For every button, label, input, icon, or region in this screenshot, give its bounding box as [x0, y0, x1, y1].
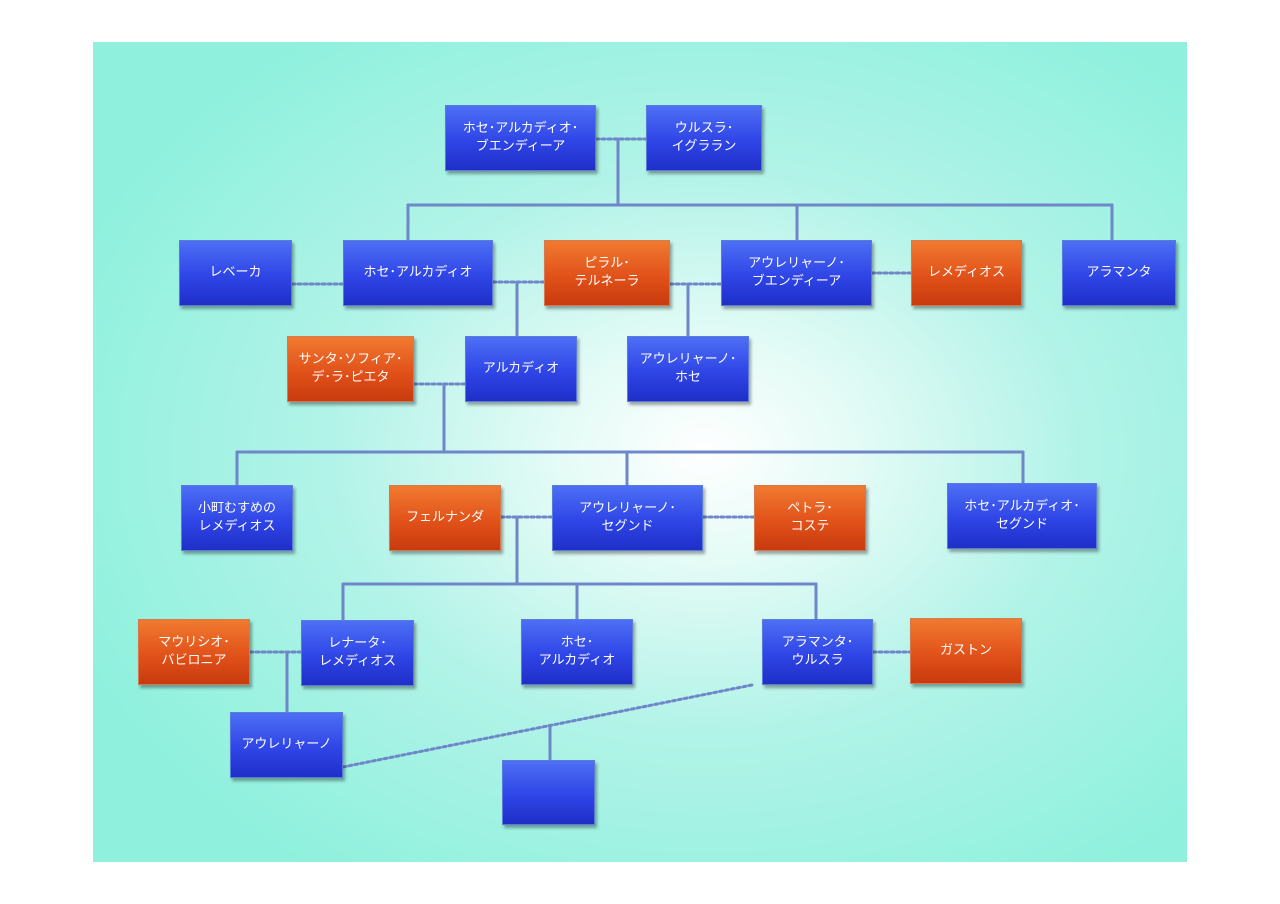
person-node-jose-arcadio-2: ホセ･ アルカディオ [521, 619, 633, 685]
person-name: レメディオス [927, 265, 1006, 280]
person-node-remedios-the-beauty: 小町むすめの レメディオス [181, 485, 293, 551]
person-name: ホセ･アルカディオ [363, 265, 473, 280]
person-node-aureliano-jose: アウレリャーノ･ ホセ [627, 336, 749, 402]
person-node-pilar-ternera: ピラル･ テルネーラ [544, 240, 670, 306]
person-node-aureliano-segundo: アウレリャーノ･ セグンド [552, 485, 703, 551]
person-node-renata-remedios: レナータ･ レメディオス [301, 620, 414, 686]
person-node-rebeca: レベーカ [179, 240, 292, 306]
person-node-aureliano-buendia: アウレリャーノ･ ブエンディーア [721, 240, 872, 306]
person-name: アラマンタ･ ウルスラ [781, 635, 854, 668]
person-node-ursula-iguaran: ウルスラ･ イグララン [646, 105, 762, 171]
person-name: ホセ･アルカディオ･ セグンド [964, 499, 1080, 532]
person-node-fernanda: フェルナンダ [389, 485, 501, 551]
person-name: アラマンタ [1086, 265, 1152, 280]
person-name: レナータ･ レメディオス [318, 636, 397, 669]
person-name: アウレリャーノ･ セグンド [579, 501, 676, 534]
person-name: ピラル･ テルネーラ [574, 256, 640, 289]
person-name: アウレリャーノ･ ブエンディーア [748, 256, 845, 289]
person-node-amaranta-ursula: アラマンタ･ ウルスラ [762, 619, 873, 685]
person-name: アウレリャーノ･ ホセ [639, 352, 737, 385]
person-node-unnamed-child [502, 760, 595, 825]
person-name: アルカディオ [482, 361, 560, 376]
person-node-gaston: ガストン [910, 618, 1022, 684]
person-name: 小町むすめの レメディオス [197, 501, 276, 534]
person-name: ホセ･ アルカディオ [538, 635, 616, 668]
person-node-jose-arcadio-segundo: ホセ･アルカディオ･ セグンド [947, 483, 1097, 549]
person-name: ガストン [939, 643, 992, 658]
person-name: レベーカ [209, 265, 262, 280]
person-node-aureliano: アウレリャーノ [230, 712, 343, 778]
person-name: ホセ･アルカディオ･ ブエンディーア [462, 121, 579, 154]
person-node-mauricio-babilonia: マウリシオ･ バビロニア [138, 619, 250, 685]
person-node-arcadio: アルカディオ [465, 336, 577, 402]
person-name: ペトラ･ コステ [787, 501, 833, 534]
person-name: ウルスラ･ イグララン [671, 121, 737, 154]
person-node-jose-arcadio: ホセ･アルカディオ [343, 240, 493, 306]
person-node-petra-cotes: ペトラ･ コステ [754, 485, 866, 551]
person-node-remedios: レメディオス [911, 240, 1022, 306]
person-name: サンタ･ソフィア･ デ･ラ･ピエタ [298, 352, 403, 385]
person-node-amaranta: アラマンタ [1062, 240, 1176, 306]
person-name: マウリシオ･ バビロニア [158, 635, 230, 668]
person-name: アウレリャーノ [241, 737, 332, 752]
person-node-santa-sofia: サンタ･ソフィア･ デ･ラ･ピエタ [287, 336, 414, 402]
person-node-jose-arcadio-buendia: ホセ･アルカディオ･ ブエンディーア [445, 105, 596, 171]
relation-line [341, 683, 754, 769]
person-name: フェルナンダ [405, 510, 484, 525]
